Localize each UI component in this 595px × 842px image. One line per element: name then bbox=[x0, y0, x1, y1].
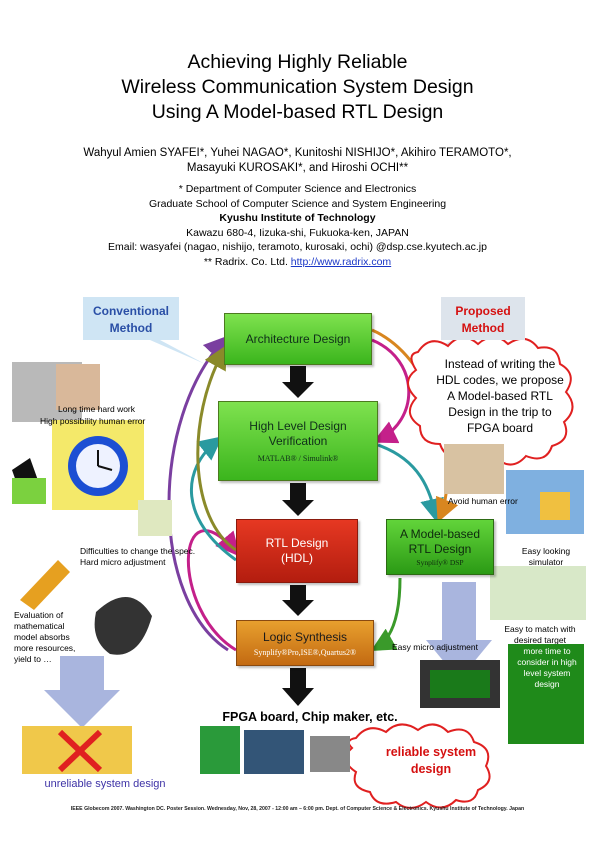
note-easy-micro: Easy micro adjustment bbox=[392, 642, 478, 652]
tangled-icon bbox=[138, 500, 172, 536]
down-arrow-1 bbox=[282, 366, 314, 398]
loop-arrow-teal bbox=[189, 436, 237, 562]
tired-person-photo bbox=[56, 364, 100, 410]
reliable-burst bbox=[345, 723, 491, 809]
fpga-board-photo-1 bbox=[200, 726, 240, 774]
affiliation-school: Graduate School of Computer Science and … bbox=[148, 197, 447, 210]
relaxing-person-icon bbox=[444, 444, 504, 494]
authors-line-2: Masayuki KUROSAKI*, and Hiroshi OCHI** bbox=[186, 162, 409, 174]
affiliation-address: Kawazu 680-4, Iizuka-shi, Fukuoka-ken, J… bbox=[186, 226, 409, 239]
conventional-method-label: Conventional Method bbox=[83, 297, 179, 340]
affiliation-company: ** Radrix. Co. Ltd. bbox=[203, 255, 288, 268]
proposal-line-4: Design in the trip to bbox=[448, 405, 552, 419]
proposal-line-3: A Model-based RTL bbox=[447, 389, 553, 403]
note-evaluation: Evaluation of mathematical model absorbs… bbox=[14, 610, 76, 664]
fpga-target-label: FPGA board, Chip maker, etc. bbox=[222, 710, 398, 724]
note-difficulty-spec: Difficulties to change the spec. bbox=[80, 546, 196, 556]
authors-line-1: Wahyul Amien SYAFEI*, Yuhei NAGAO*, Kuni… bbox=[83, 147, 512, 159]
stage-hlv-line-1: High Level Design bbox=[249, 419, 347, 433]
note-human-error: High possibility human error bbox=[40, 416, 146, 426]
fpga-board-photo-3 bbox=[310, 736, 350, 772]
right-arrow-teal bbox=[377, 443, 444, 523]
loop-arrow-olive bbox=[196, 344, 237, 552]
stage-logic-synthesis: Logic Synthesis Synplify®Pro,ISE®,Quartu… bbox=[236, 620, 374, 666]
note-hard-work: Long time hard work bbox=[58, 404, 136, 414]
proposal-line-2: HDL codes, we propose bbox=[436, 373, 564, 387]
stage-rtl-design: RTL Design (HDL) bbox=[236, 519, 358, 583]
proposed-method-label: Proposed Method bbox=[441, 297, 525, 340]
poster-footer: IEEE Globecom 2007. Washington DC. Poste… bbox=[70, 806, 525, 812]
stage-architecture-design: Architecture Design bbox=[224, 313, 372, 365]
down-arrow-2 bbox=[282, 483, 314, 516]
more-time-panel bbox=[508, 644, 584, 744]
left-big-arrow bbox=[44, 656, 120, 728]
down-arrow-3 bbox=[282, 585, 314, 616]
simulator-photo bbox=[490, 566, 586, 620]
down-arrow-4 bbox=[282, 668, 314, 706]
right-big-arrow bbox=[426, 582, 492, 680]
note-avoid-error: Avoid human error bbox=[448, 496, 518, 506]
affiliation-email: Email: wasyafei (nagao, nishijo, teramot… bbox=[108, 241, 487, 253]
stage-rtl-line-1: RTL Design bbox=[265, 536, 329, 550]
note-micro-adjust: Hard micro adjustment bbox=[80, 557, 166, 567]
stage-logic-tools: Synplify®Pro,ISE®,Quartus2® bbox=[253, 647, 357, 657]
loop-arrow-pink bbox=[186, 529, 240, 652]
right-arrow-pink bbox=[371, 338, 411, 444]
proposed-line-2: Method bbox=[461, 321, 505, 335]
note-more-time: more time to consider in high level syst… bbox=[517, 646, 577, 689]
title-line-2: Wireless Communication System Design bbox=[121, 76, 474, 98]
title-line-3: Using A Model-based RTL Design bbox=[151, 101, 444, 123]
stage-architecture-label: Architecture Design bbox=[245, 331, 351, 346]
note-unreliable-design: unreliable system design bbox=[44, 778, 166, 790]
conventional-pointer bbox=[150, 340, 205, 364]
proposed-line-1: Proposed bbox=[455, 304, 511, 318]
note-easy-match: Easy to match with desired target bbox=[504, 624, 576, 645]
author-list: Wahyul Amien SYAFEI*, Yuhei NAGAO*, Kuni… bbox=[0, 146, 595, 176]
right-arrow-green bbox=[370, 577, 402, 651]
title-line-1: Achieving Highly Reliable bbox=[187, 51, 408, 73]
stage-model-line-2: RTL Design bbox=[408, 542, 472, 556]
stage-model-tools: Synplify® DSP bbox=[416, 558, 464, 567]
conventional-line-2: Method bbox=[109, 321, 153, 335]
red-cross-icon bbox=[57, 729, 103, 773]
stage-hlv-line-2: Verification bbox=[268, 434, 328, 448]
stage-high-level-verification: High Level Design Verification MATLAB® /… bbox=[218, 401, 378, 481]
company-url-link[interactable]: http://www.radrix.com bbox=[290, 255, 392, 268]
affiliation-institute: Kyushu Institute of Technology bbox=[219, 212, 376, 224]
fpga-board-photo-2 bbox=[244, 730, 304, 774]
poster-title: Achieving Highly Reliable Wireless Commu… bbox=[0, 50, 595, 125]
climbing-figure-icon bbox=[20, 560, 70, 610]
proposal-line-5: FPGA board bbox=[466, 421, 534, 435]
proposal-line-1: Instead of writing the bbox=[444, 357, 556, 371]
stage-model-line-1: A Model-based bbox=[399, 527, 481, 541]
stage-rtl-line-2: (HDL) bbox=[281, 551, 313, 565]
affiliation-company-line: ** Radrix. Co. Ltd. http://www.radrix.co… bbox=[0, 255, 595, 270]
note-reliable-design: reliable system design bbox=[385, 745, 477, 776]
conventional-line-1: Conventional bbox=[92, 304, 169, 318]
note-easy-looking: Easy looking simulator bbox=[521, 546, 571, 567]
affiliation-block: * Department of Computer Science and Ele… bbox=[0, 182, 595, 269]
stage-model-based-rtl: A Model-based RTL Design Synplify® DSP bbox=[386, 519, 494, 575]
proposal-statement: Instead of writing the HDL codes, we pro… bbox=[425, 356, 575, 436]
stage-logic-label: Logic Synthesis bbox=[262, 629, 348, 644]
affiliation-dept: * Department of Computer Science and Ele… bbox=[178, 183, 417, 195]
frustrated-person-icon bbox=[94, 596, 152, 655]
stage-hlv-tools: MATLAB® / Simulink® bbox=[257, 454, 339, 463]
